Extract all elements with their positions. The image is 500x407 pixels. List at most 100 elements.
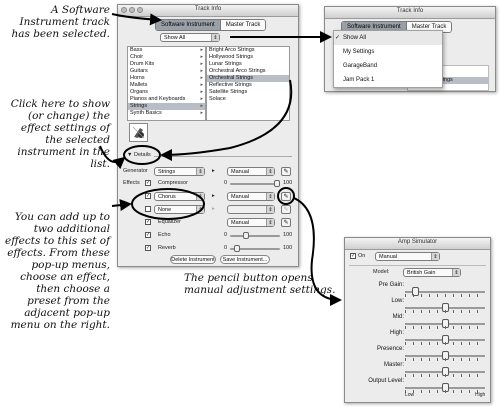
reverb-value: 100 — [283, 245, 293, 251]
list-item[interactable]: Pianos and Keyboards▸ — [130, 96, 203, 102]
menu-item-jam-pack-1[interactable]: Jam Pack 1 — [343, 77, 375, 83]
none-preset-popup[interactable]: ⇕ — [227, 205, 275, 214]
generator-label: Generator — [123, 168, 148, 174]
delete-instrument-button[interactable]: Delete Instrument — [170, 255, 216, 264]
tab-software-instrument[interactable]: Software Instrument — [156, 20, 220, 30]
list-item[interactable]: Solace — [209, 96, 226, 102]
compressor-slider-knob[interactable] — [274, 180, 280, 187]
generator-preset-popup[interactable]: Manual ⇕ — [227, 167, 275, 176]
menu-item-show-all[interactable]: ✓ Show All — [334, 31, 442, 45]
details-label: Details — [133, 152, 151, 158]
list-item-selected[interactable]: Strings▸ — [128, 103, 205, 110]
generator-popup[interactable]: Strings ⇕ — [154, 167, 205, 176]
title-bar: Amp Simulator — [345, 238, 490, 250]
output-level-row: Output Level: — [345, 378, 490, 397]
window-title: Track Info — [194, 6, 222, 12]
list-item[interactable]: Guitars▸ — [130, 68, 203, 74]
close-icon[interactable] — [121, 7, 127, 13]
minimize-icon[interactable] — [129, 7, 135, 13]
compressor-slider[interactable] — [230, 180, 280, 187]
none-popup[interactable]: None ⇕ — [154, 205, 205, 214]
equalizer-preset-popup[interactable]: Manual ⇕ — [227, 218, 275, 227]
mid-slider[interactable] — [405, 319, 485, 328]
zoom-icon[interactable] — [137, 7, 143, 13]
list-item[interactable]: Mallets▸ — [130, 82, 203, 88]
list-item[interactable]: Bass▸ — [130, 47, 203, 53]
strings-icon — [132, 126, 145, 139]
model-popup[interactable]: British Gain ⇕ — [403, 268, 461, 277]
instrument-icon[interactable] — [129, 123, 148, 142]
save-instrument-button[interactable]: Save Instrument... — [220, 255, 270, 264]
amp-preset-popup[interactable]: Manual ⇕ — [375, 252, 440, 261]
menu-item-my-settings[interactable]: My Settings — [343, 49, 375, 55]
show-filter-popup[interactable]: Show All ⇕ — [160, 33, 220, 42]
title-bar: Track Info — [118, 5, 298, 17]
list-item[interactable]: Synth Basics▸ — [130, 110, 203, 116]
master-slider[interactable] — [405, 367, 485, 376]
chorus-popup[interactable]: Chorus ⇕ — [154, 192, 205, 201]
list-item[interactable]: Bright Arco Strings — [209, 47, 255, 53]
menu-item-garageband[interactable]: GarageBand — [343, 63, 378, 69]
tick-marks — [405, 294, 485, 297]
chorus-pencil-button[interactable]: ✎ — [281, 192, 291, 201]
tick-marks — [405, 390, 485, 393]
echo-checkbox[interactable]: ✓ — [145, 232, 151, 238]
list-item[interactable]: Drum Kits▸ — [130, 61, 203, 67]
reverb-slider[interactable] — [230, 245, 280, 252]
presence-label: Presence: — [376, 346, 404, 352]
amp-preset-value: Manual — [379, 254, 398, 260]
details-disclosure[interactable]: ▼ Details — [127, 152, 151, 158]
tick-marks — [405, 326, 485, 329]
list-item[interactable]: Hollywood Strings — [209, 54, 254, 60]
echo-slider-knob[interactable] — [243, 232, 250, 239]
list-item[interactable]: Choir▸ — [130, 54, 203, 60]
divider — [154, 156, 292, 157]
chevron-updown-icon: ⇕ — [266, 168, 274, 175]
none-pencil-button[interactable]: ✎ — [281, 205, 291, 214]
compressor-value: 100 — [283, 180, 293, 186]
low-slider[interactable] — [405, 303, 485, 312]
low-row: Low: — [345, 298, 490, 317]
on-checkbox[interactable]: ✓ — [350, 253, 356, 259]
generator-pencil-button[interactable]: ✎ — [281, 167, 291, 176]
tab-master-track[interactable]: Master Track — [219, 20, 266, 30]
generator-value: Strings — [158, 169, 176, 175]
slider-min-label: 0 — [224, 245, 228, 251]
none-checkbox[interactable] — [145, 206, 151, 212]
mid-label: Mid: — [392, 314, 404, 320]
reverb-checkbox[interactable]: ✓ — [145, 245, 151, 251]
output-level-label: Output Level: — [368, 378, 404, 384]
arrow-icon: ▸ — [212, 168, 215, 174]
list-item-selected[interactable]: Orchestral Strings — [207, 75, 289, 82]
chorus-checkbox[interactable]: ✓ — [145, 193, 151, 199]
chorus-preset-popup[interactable]: Manual ⇕ — [227, 192, 275, 201]
presence-row: Presence: — [345, 346, 490, 365]
mid-row: Mid: — [345, 314, 490, 333]
tick-marks — [405, 310, 485, 313]
show-filter-dropdown-menu: ✓ Show All My Settings GarageBand Jam Pa… — [333, 30, 443, 88]
pre-gain-slider[interactable] — [405, 287, 485, 296]
model-label: Model: — [373, 269, 390, 275]
list-item[interactable]: Orchestral Arco Strings — [209, 68, 266, 74]
tab-software-instrument[interactable]: Software Instrument — [342, 22, 406, 32]
echo-label: Echo — [158, 232, 171, 238]
list-item[interactable]: Satellite Strings — [209, 89, 248, 95]
presence-slider[interactable] — [405, 351, 485, 360]
range-high-label: High — [475, 392, 486, 398]
compressor-checkbox[interactable]: ✓ — [145, 180, 151, 186]
list-item[interactable]: Horns▸ — [130, 75, 203, 81]
equalizer-checkbox[interactable]: ✓ — [145, 219, 151, 225]
high-slider[interactable] — [405, 335, 485, 344]
model-value: British Gain — [407, 270, 436, 276]
chorus-preset-value: Manual — [231, 194, 250, 200]
reverb-slider-knob[interactable] — [234, 245, 241, 252]
output-level-slider[interactable] — [405, 383, 485, 392]
high-label: High: — [389, 330, 404, 336]
list-item[interactable]: Reflective Strings — [209, 82, 252, 88]
list-item[interactable]: Lunar Strings — [209, 61, 242, 67]
list-item[interactable]: Organs▸ — [130, 89, 203, 95]
echo-value: 100 — [283, 232, 293, 238]
equalizer-pencil-button[interactable]: ✎ — [281, 218, 291, 227]
tab-master-track[interactable]: Master Track — [405, 22, 452, 32]
echo-slider[interactable] — [230, 232, 280, 239]
